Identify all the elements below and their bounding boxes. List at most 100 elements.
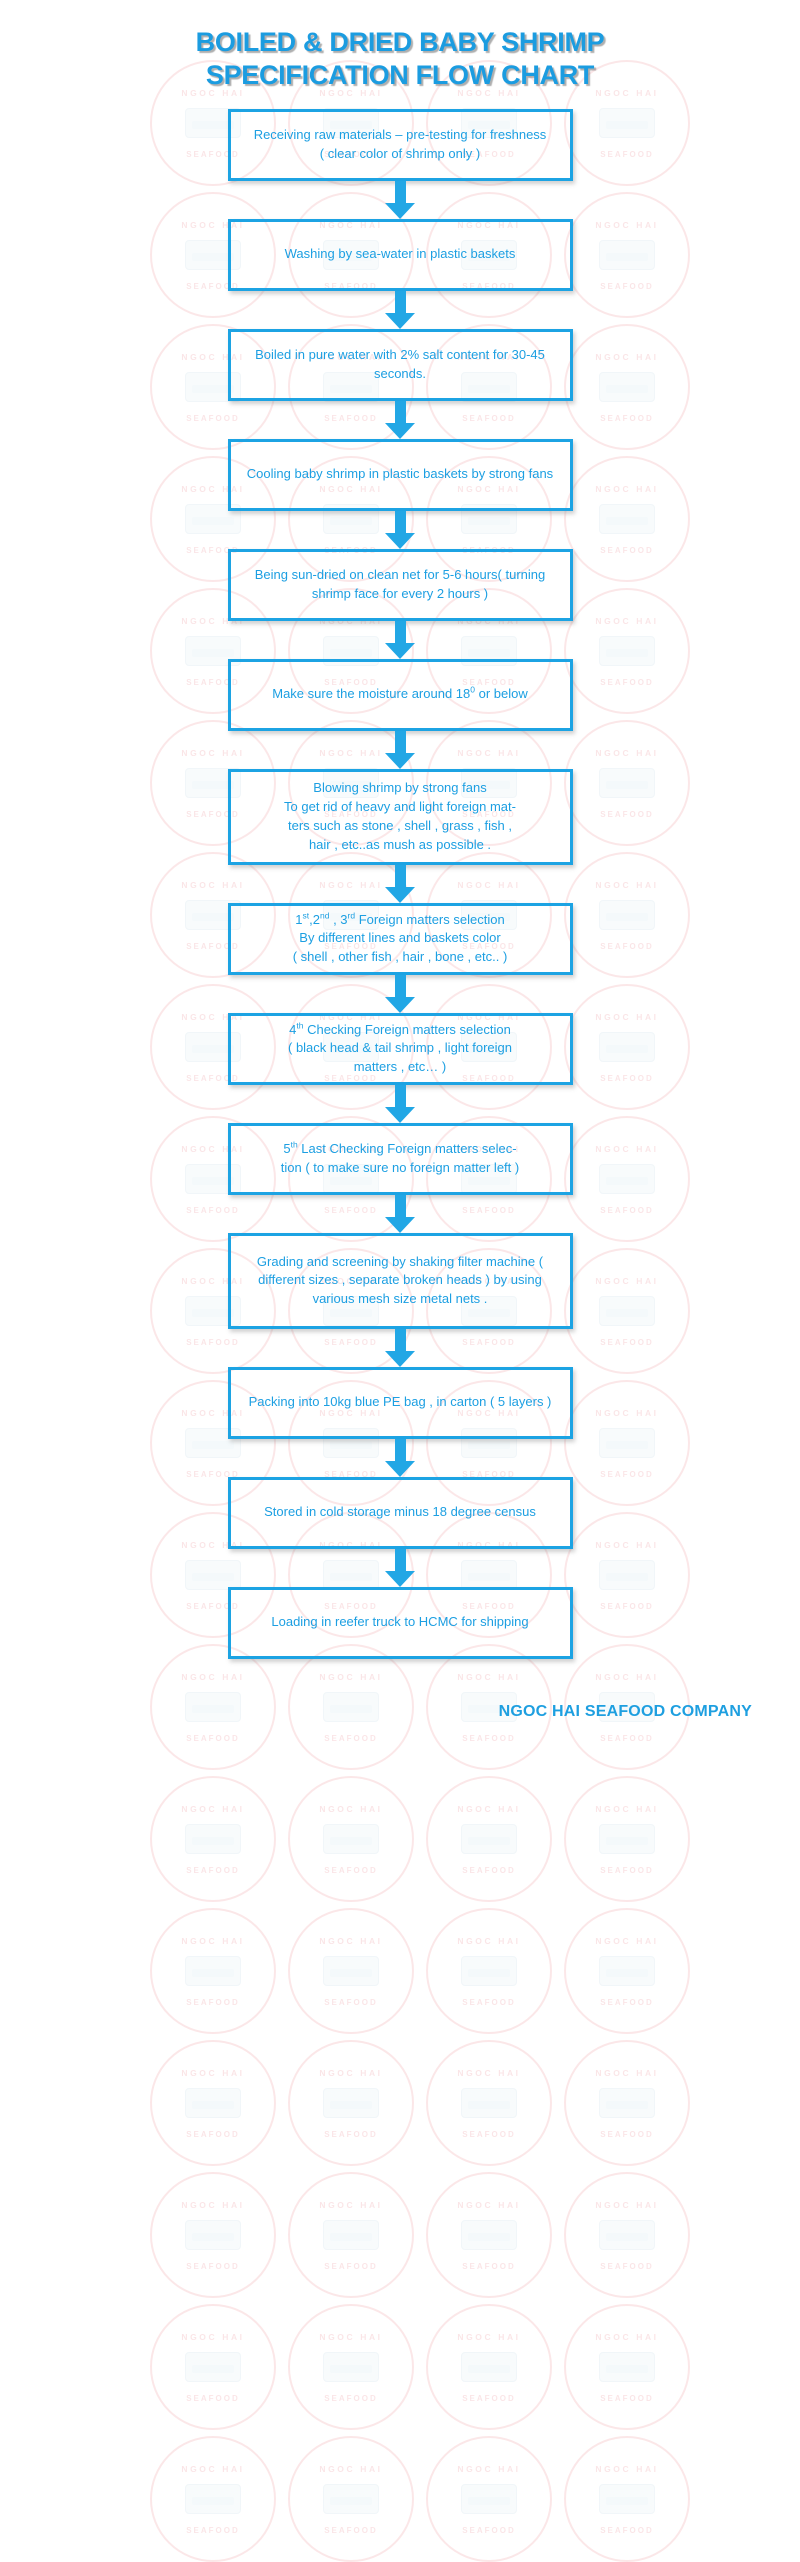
watermark-top-text: NGOC HAI (457, 2331, 521, 2342)
arrow-shaft (395, 400, 406, 425)
watermark-bottom-text: SEAFOOD (324, 1997, 378, 2007)
flow-step-moisture-check[interactable]: Make sure the moisture around 180 or bel… (227, 658, 573, 731)
watermark-logo: NGOC HAI SEAFOOD (426, 1908, 552, 2034)
watermark-bottom-text: SEAFOOD (462, 1865, 516, 1875)
watermark-top-text: NGOC HAI (457, 1803, 521, 1814)
arrow-down-icon (385, 1438, 415, 1477)
watermark-bottom-text: SEAFOOD (186, 2393, 240, 2403)
watermark-bottom-text: SEAFOOD (600, 2261, 654, 2271)
arrow-down-icon (385, 290, 415, 329)
company-name: NGOC HAI SEAFOOD COMPANY (498, 1702, 752, 1720)
flow-step-label: Make sure the moisture around 180 or bel… (272, 685, 528, 702)
flow-step-boiled-pure-water[interactable]: Boiled in pure water with 2% salt conten… (227, 328, 573, 401)
flow-step-packing-pe-bag[interactable]: Packing into 10kg blue PE bag , in carto… (227, 1366, 573, 1439)
watermark-emblem-icon (461, 1824, 517, 1854)
flow-step-washing-sea-water[interactable]: Washing by sea-water in plastic baskets (227, 218, 573, 291)
watermark-bottom-text: SEAFOOD (186, 2129, 240, 2139)
watermark-bottom-text: SEAFOOD (324, 2261, 378, 2271)
flow-step-cold-storage[interactable]: Stored in cold storage minus 18 degree c… (227, 1476, 573, 1549)
watermark-top-text: NGOC HAI (181, 1803, 245, 1814)
watermark-emblem-icon (185, 1824, 241, 1854)
arrow-head (385, 642, 415, 659)
watermark-bottom-text: SEAFOOD (462, 1997, 516, 2007)
arrow-head (385, 532, 415, 549)
watermark-logo: NGOC HAI SEAFOOD (288, 2040, 414, 2166)
page-title: BOILED & DRIED BABY SHRIMP SPECIFICATION… (0, 0, 800, 92)
watermark-logo: NGOC HAI SEAFOOD (150, 2304, 276, 2430)
arrow-head (385, 1216, 415, 1233)
arrow-down-icon (385, 510, 415, 549)
watermark-bottom-text: SEAFOOD (600, 2129, 654, 2139)
watermark-bottom-text: SEAFOOD (186, 1733, 240, 1743)
flow-step-label: Blowing shrimp by strong fans To get rid… (284, 780, 516, 852)
arrow-down-icon (385, 1194, 415, 1233)
watermark-top-text: NGOC HAI (319, 1935, 383, 1946)
watermark-bottom-text: SEAFOOD (324, 2129, 378, 2139)
flow-step-label: Receiving raw materials – pre-testing fo… (253, 127, 547, 161)
watermark-top-text: NGOC HAI (319, 1803, 383, 1814)
watermark-emblem-icon (599, 2220, 655, 2250)
arrow-head (385, 752, 415, 769)
watermark-top-text: NGOC HAI (319, 2067, 383, 2078)
watermark-top-text: NGOC HAI (457, 1935, 521, 1946)
flow-step-loading-reefer-truck[interactable]: Loading in reefer truck to HCMC for ship… (227, 1586, 573, 1659)
flow-step-receiving-raw-materials[interactable]: Receiving raw materials – pre-testing fo… (227, 108, 573, 181)
flow-chart: Receiving raw materials – pre-testing fo… (0, 108, 800, 1659)
flow-step-cooling-baby-shrimp[interactable]: Cooling baby shrimp in plastic baskets b… (227, 438, 573, 511)
arrow-down-icon (385, 620, 415, 659)
arrow-shaft (395, 1194, 406, 1219)
arrow-shaft (395, 864, 406, 889)
flow-step-foreign-matters-selection-5[interactable]: 5th Last Checking Foreign matters selec-… (227, 1122, 573, 1195)
watermark-emblem-icon (323, 2484, 379, 2514)
flow-step-blowing-shrimp[interactable]: Blowing shrimp by strong fans To get rid… (227, 768, 573, 865)
watermark-bottom-text: SEAFOOD (324, 2525, 378, 2535)
watermark-emblem-icon (461, 2220, 517, 2250)
flow-step-label: Washing by sea-water in plastic baskets (284, 246, 516, 262)
flow-step-sun-dried[interactable]: Being sun-dried on clean net for 5-6 hou… (227, 548, 573, 621)
watermark-emblem-icon (323, 1824, 379, 1854)
watermark-bottom-text: SEAFOOD (462, 1733, 516, 1743)
arrow-shaft (395, 1438, 406, 1463)
watermark-emblem-icon (461, 2484, 517, 2514)
watermark-top-text: NGOC HAI (181, 2331, 245, 2342)
watermark-bottom-text: SEAFOOD (600, 2525, 654, 2535)
watermark-top-text: NGOC HAI (595, 1935, 659, 1946)
watermark-top-text: NGOC HAI (595, 2331, 659, 2342)
watermark-emblem-icon (599, 2088, 655, 2118)
watermark-emblem-icon (599, 1824, 655, 1854)
watermark-emblem-icon (599, 1956, 655, 1986)
watermark-bottom-text: SEAFOOD (186, 1997, 240, 2007)
flow-step-grading-screening[interactable]: Grading and screening by shaking filter … (227, 1232, 573, 1329)
arrow-down-icon (385, 1548, 415, 1587)
watermark-emblem-icon (461, 2088, 517, 2118)
arrow-head (385, 312, 415, 329)
watermark-bottom-text: SEAFOOD (462, 2261, 516, 2271)
watermark-emblem-icon (323, 2352, 379, 2382)
page-title-line-2: SPECIFICATION FLOW CHART (205, 59, 595, 90)
arrow-down-icon (385, 1328, 415, 1367)
arrow-head (385, 1350, 415, 1367)
page-title-line-1: BOILED & DRIED BABY SHRIMP (195, 27, 605, 57)
arrow-shaft (395, 1548, 406, 1573)
watermark-emblem-icon (185, 2088, 241, 2118)
arrow-down-icon (385, 1084, 415, 1123)
flow-step-label: Packing into 10kg blue PE bag , in carto… (248, 1394, 552, 1410)
flow-step-foreign-matters-selection-4[interactable]: 4th Checking Foreign matters selection( … (227, 1012, 573, 1085)
arrow-head (385, 1570, 415, 1587)
arrow-head (385, 1106, 415, 1123)
watermark-top-text: NGOC HAI (181, 2067, 245, 2078)
arrow-shaft (395, 1084, 406, 1109)
watermark-bottom-text: SEAFOOD (600, 1733, 654, 1743)
flow-step-label: 5th Last Checking Foreign matters selec-… (280, 1139, 520, 1175)
footer: NGOC HAI SEAFOOD COMPANY (0, 1703, 800, 1721)
watermark-bottom-text: SEAFOOD (186, 2525, 240, 2535)
